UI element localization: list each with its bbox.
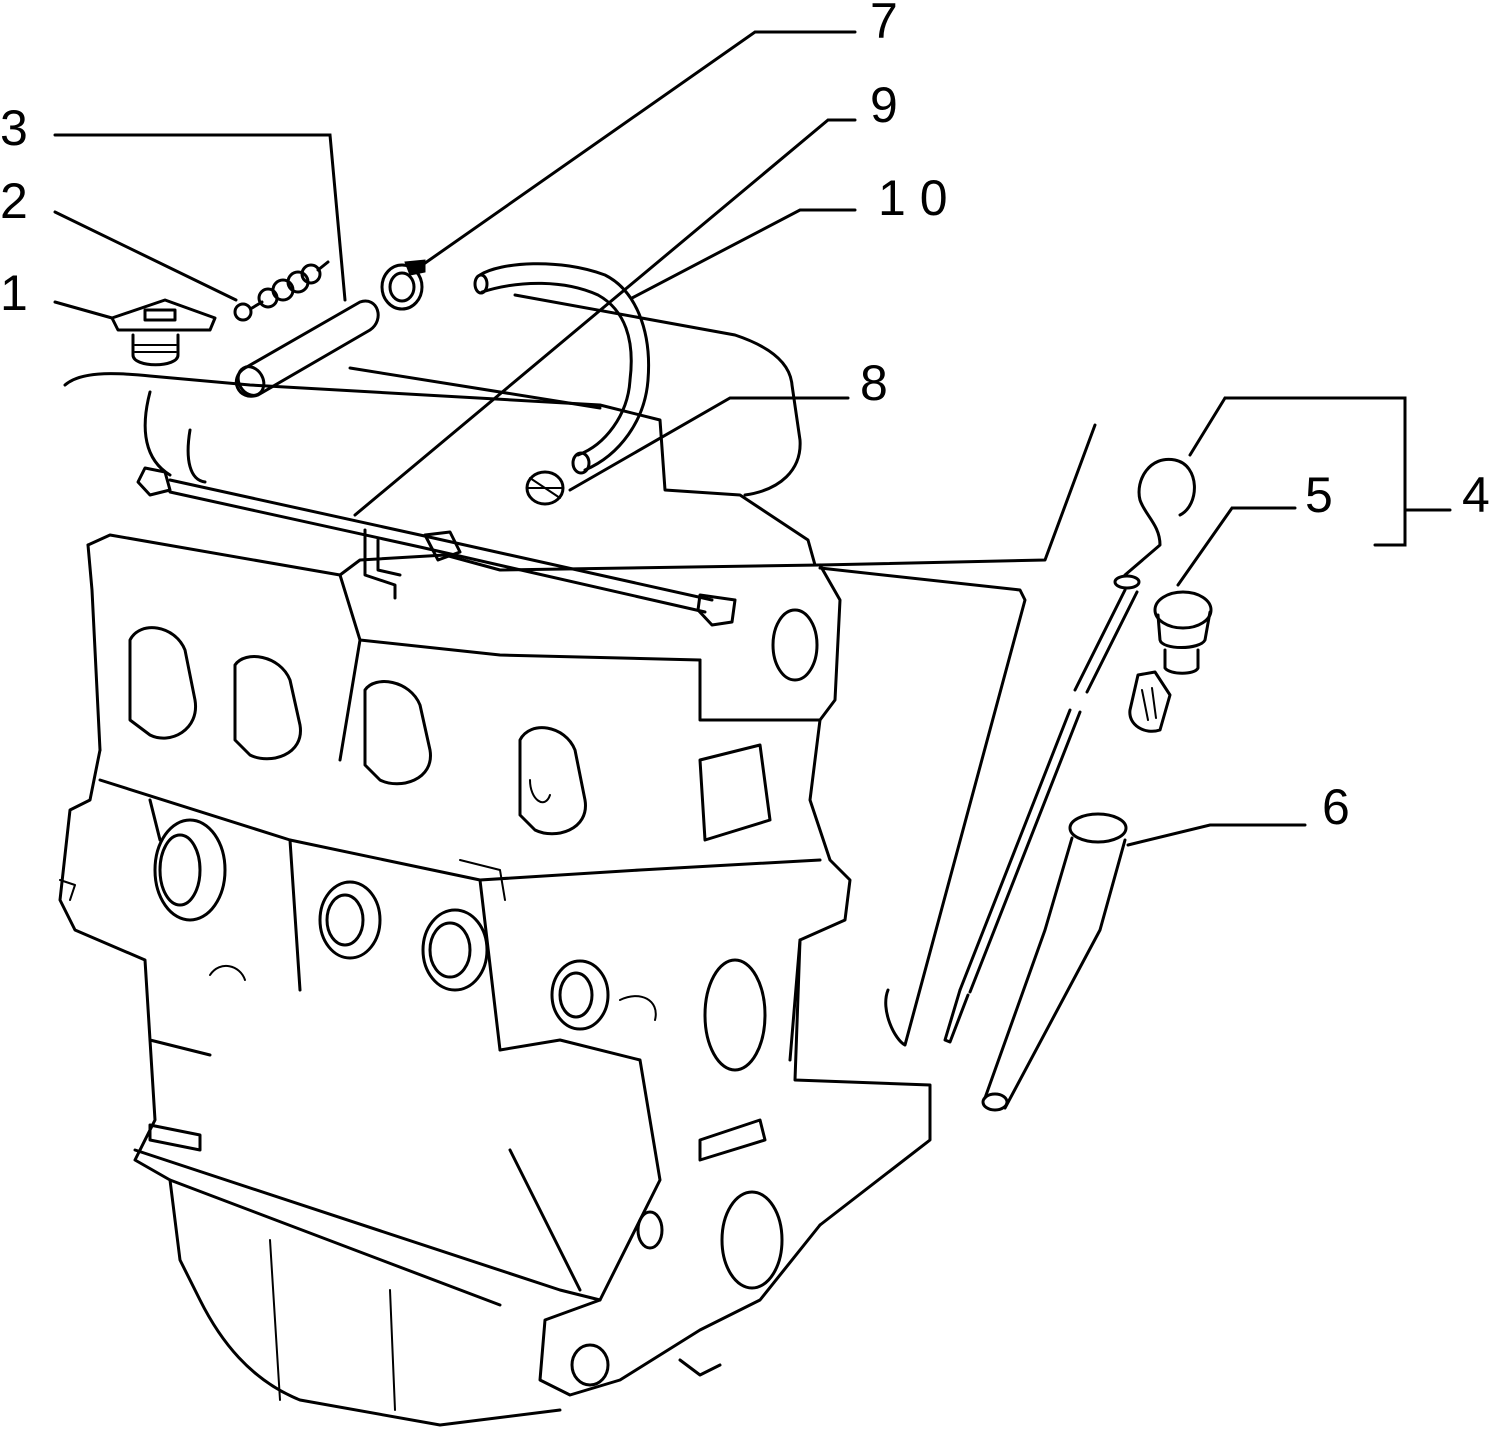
leader-lines [53, 30, 1452, 847]
crankcase-vent-hose-part [473, 262, 651, 475]
small-hose-clamp-part [525, 470, 565, 506]
dipstick-part [943, 457, 1196, 1044]
leader-6 [1126, 823, 1307, 847]
callout-7: 7 [870, 0, 898, 49]
dipstick-seal-part [1128, 590, 1213, 733]
callout-labels: 1 2 3 7 9 1 0 8 5 4 6 [0, 0, 1490, 835]
dipstick-guide-tube-part [981, 812, 1128, 1112]
leader-5 [1176, 506, 1297, 587]
leader-9 [353, 118, 857, 517]
callout-8: 8 [860, 355, 888, 411]
leader-7 [416, 30, 857, 270]
leader-3 [53, 133, 347, 302]
breather-valve-part [233, 260, 330, 322]
breather-hose-part [234, 299, 380, 398]
callout-5: 5 [1305, 467, 1333, 523]
hose-clamp-part [380, 259, 426, 311]
leader-2 [53, 210, 238, 302]
leader-4-bracket [1223, 396, 1452, 547]
callout-4: 4 [1462, 467, 1490, 523]
leader-4-hook [1188, 396, 1227, 457]
oil-filler-cap-part [110, 298, 217, 367]
callout-6: 6 [1322, 779, 1350, 835]
callout-10: 1 0 [878, 170, 948, 226]
callout-2: 2 [0, 173, 28, 229]
callout-1: 1 [0, 265, 28, 321]
callout-3: 3 [0, 100, 28, 156]
leader-8 [568, 396, 850, 492]
leader-1 [53, 300, 114, 320]
long-dipstick-tube-outline [818, 423, 1097, 1047]
breather-pipe-part [136, 466, 737, 627]
callout-9: 9 [870, 77, 898, 133]
leader-10 [630, 208, 857, 300]
engine-block [58, 293, 932, 1427]
